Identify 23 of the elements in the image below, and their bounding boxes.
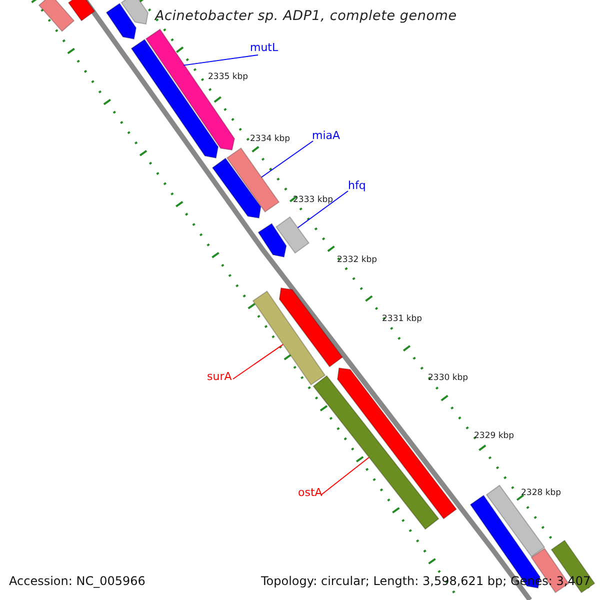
gene-bar (252, 290, 326, 386)
gene-label: miaA (312, 130, 340, 143)
scale-label: 2329 kbp (474, 432, 514, 442)
leader-line (320, 456, 370, 496)
gene-label: surA (207, 371, 232, 384)
title: Acinetobacter sp. ADP1, complete genome (155, 9, 457, 25)
scale-label: 2328 kbp (521, 489, 562, 499)
leader-line (183, 54, 258, 66)
scale-label: 2330 kbp (428, 374, 468, 384)
scale-label: 2334 kbp (250, 135, 290, 145)
gene-label: ostA (298, 487, 322, 500)
scale-label: 2335 kbp (208, 73, 248, 83)
leader-line (260, 140, 314, 178)
scale-label: 2331 kbp (382, 315, 422, 325)
leader-line (297, 190, 348, 228)
gene-label: hfq (348, 180, 366, 193)
gene-bar (275, 216, 310, 254)
scale-label: 2333 kbp (293, 196, 334, 206)
leader-line (232, 344, 284, 380)
gene-label: mutL (250, 42, 278, 55)
accession-text: Accession: NC_005966 (9, 575, 146, 589)
scale-label: 2332 kbp (337, 256, 378, 266)
gene-bar (226, 147, 280, 213)
